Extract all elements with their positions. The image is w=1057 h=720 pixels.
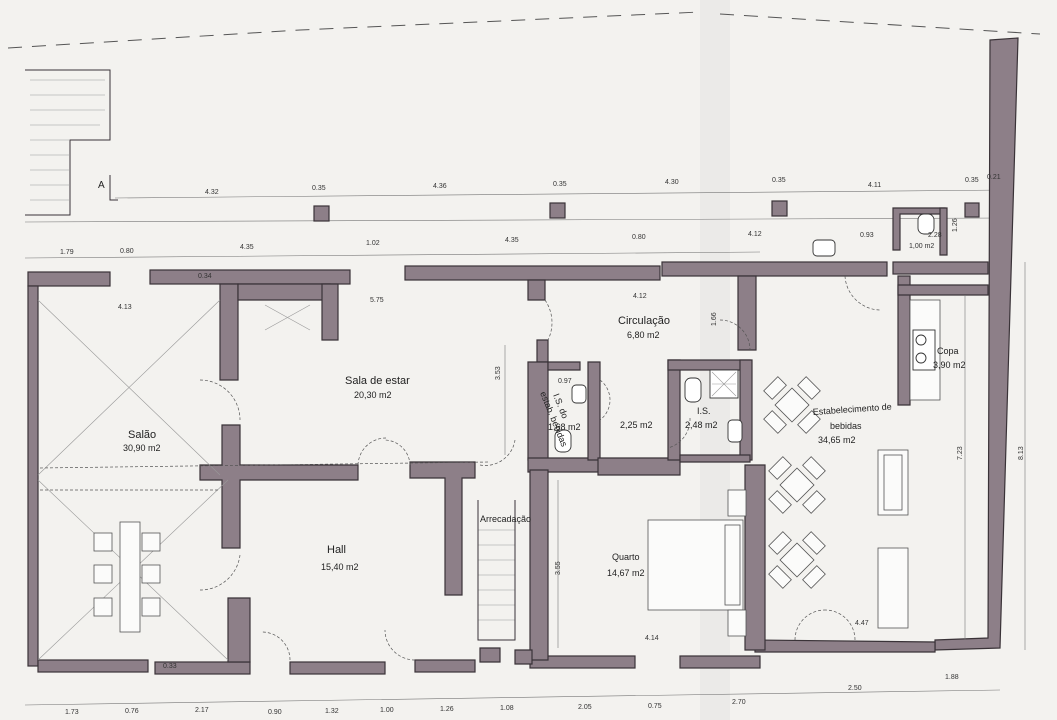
interior-walls xyxy=(199,207,989,665)
dim-top-8: 0.35 xyxy=(965,177,979,184)
dim-bot-8: 1.08 xyxy=(500,705,514,712)
dim-bot-1: 1.73 xyxy=(65,709,79,716)
room-name-arrecadacao: Arrecadação xyxy=(480,514,531,524)
dim-int-9: 4.14 xyxy=(645,635,659,642)
dim-int-4: 4.12 xyxy=(633,293,647,300)
dim-bot-7: 1.26 xyxy=(440,706,454,713)
room-area-estab: 34,65 m2 xyxy=(818,435,856,445)
dim-bot-12: 2.50 xyxy=(848,685,862,692)
dim-top-5: 4.30 xyxy=(665,179,679,186)
dim-top-1: 4.32 xyxy=(205,189,219,196)
dim-top-4: 0.35 xyxy=(553,181,567,188)
room-name-hall: Hall xyxy=(327,544,346,556)
dim-bot-5: 1.32 xyxy=(325,708,339,715)
dim-int-11: 8.13 xyxy=(1018,446,1025,460)
dim-int-2: 4.13 xyxy=(118,304,132,311)
section-marker: A xyxy=(98,180,105,191)
outer-walls xyxy=(27,37,1019,675)
column xyxy=(771,200,788,217)
room-name-estab-1: Estabelecimento de xyxy=(812,402,892,417)
column xyxy=(549,202,566,219)
dim-int-13: 0.33 xyxy=(163,663,177,670)
column xyxy=(313,205,330,222)
dim-int-7: 0.97 xyxy=(558,378,572,385)
dining-table xyxy=(93,521,161,633)
bar-counter xyxy=(877,449,909,629)
top-dimension-line xyxy=(114,189,1006,199)
dim-mid-2: 0.80 xyxy=(120,248,134,255)
room-name-quarto: Quarto xyxy=(612,552,640,562)
dim-mid-3: 4.35 xyxy=(240,244,254,251)
dim-top-6: 0.35 xyxy=(772,177,786,184)
dim-bot-3: 2.17 xyxy=(195,707,209,714)
dim-bot-2: 0.76 xyxy=(125,708,139,715)
dim-bot-11: 2.70 xyxy=(732,699,746,706)
bed xyxy=(647,489,747,637)
dim-mid-1: 1.79 xyxy=(60,249,74,256)
sanitary-fixtures xyxy=(554,213,935,453)
room-area-circulacao: 6,80 m2 xyxy=(627,330,660,340)
dim-int-6: 3.53 xyxy=(495,366,502,380)
dim-int-8: 3.55 xyxy=(555,561,562,575)
facade-line-bottom xyxy=(24,251,761,259)
room-area-small: 2,25 m2 xyxy=(620,420,653,430)
dim-mid-8: 0.93 xyxy=(860,232,874,239)
facade-line-top xyxy=(24,217,1006,223)
room-area-is-estab: 1,68 m2 xyxy=(548,422,581,432)
room-area-salao: 30,90 m2 xyxy=(123,443,161,453)
dim-mid-7: 4.12 xyxy=(748,231,762,238)
dim-int-3: 5.75 xyxy=(370,297,384,304)
dim-top-7: 4.11 xyxy=(868,182,881,189)
dim-bot-4: 0.90 xyxy=(268,709,282,716)
dim-mid-6: 0.80 xyxy=(632,234,646,241)
room-name-copa: Copa xyxy=(937,346,959,356)
bottom-dim-line xyxy=(24,689,1001,706)
room-area-hall: 15,40 m2 xyxy=(321,562,359,572)
room-name-circulacao: Circulação xyxy=(618,315,670,327)
interior-stair xyxy=(477,500,516,641)
dim-mid-10: 1.26 xyxy=(952,218,959,232)
door-swings xyxy=(199,275,881,661)
dim-bot-13: 1.88 xyxy=(945,674,959,681)
room-name-estab-2: bebidas xyxy=(830,421,862,431)
dim-mid-9: 2.28 xyxy=(928,232,942,239)
dim-int-12: 4.47 xyxy=(855,620,869,627)
room-area-wc-ext: 1,00 m2 xyxy=(909,243,934,250)
room-area-sala-estar: 20,30 m2 xyxy=(354,390,392,400)
room-name-sala-estar: Sala de estar xyxy=(345,375,410,387)
room-name-is: I.S. xyxy=(697,406,711,416)
room-area-is: 2,48 m2 xyxy=(685,420,718,430)
dim-bot-10: 0.75 xyxy=(648,703,662,710)
room-name-salao: Salão xyxy=(128,429,156,441)
dim-bot-9: 2.05 xyxy=(578,704,592,711)
exterior-stair xyxy=(25,69,111,216)
dim-top-3: 4.36 xyxy=(433,183,447,190)
dim-int-1: 0.34 xyxy=(198,273,212,280)
column xyxy=(964,202,980,218)
dim-mid-5: 4.35 xyxy=(505,237,519,244)
property-boundary xyxy=(7,11,1041,49)
guide-line xyxy=(39,461,491,469)
dim-mid-4: 1.02 xyxy=(366,240,380,247)
room-area-quarto: 14,67 m2 xyxy=(607,568,645,578)
dim-int-10: 7.23 xyxy=(957,446,964,460)
dim-bot-6: 1.00 xyxy=(380,707,394,714)
copa-counter xyxy=(909,299,941,401)
dim-top-2: 0.35 xyxy=(312,185,326,192)
room-area-copa: 3,90 m2 xyxy=(933,360,966,370)
dim-int-5: 1.66 xyxy=(711,312,718,326)
bar-tables xyxy=(763,376,826,589)
section-arrow xyxy=(109,175,118,201)
dim-top-9: 0.21 xyxy=(987,174,1001,181)
